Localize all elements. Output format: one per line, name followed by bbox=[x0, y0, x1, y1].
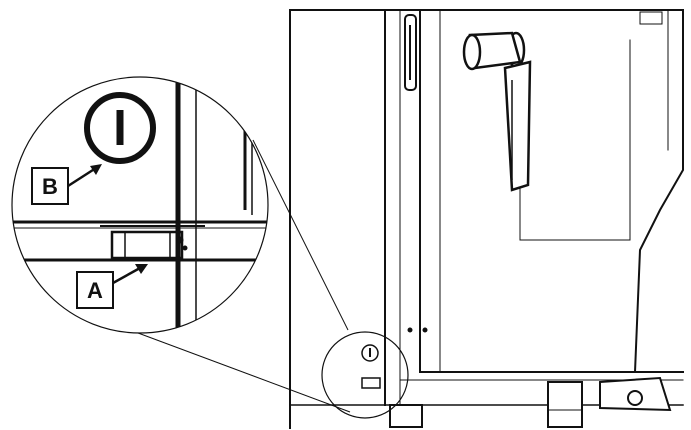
callout-a: A bbox=[76, 264, 148, 309]
callout-b-label: B bbox=[42, 174, 58, 199]
callout-a-label: A bbox=[87, 278, 103, 303]
door-handle bbox=[462, 31, 532, 192]
zoom-connector-bottom bbox=[129, 329, 351, 413]
appliance-feet bbox=[389, 376, 672, 428]
zoom-connector-top bbox=[252, 139, 349, 331]
callout-b: B bbox=[31, 164, 102, 205]
magnified-detail bbox=[12, 77, 268, 333]
appliance-body bbox=[289, 9, 684, 429]
power-symbol-large bbox=[84, 92, 156, 164]
power-symbol-small bbox=[361, 344, 379, 362]
magnified-circle bbox=[11, 76, 269, 334]
location-circle bbox=[321, 331, 409, 419]
door-hinge bbox=[404, 14, 428, 333]
